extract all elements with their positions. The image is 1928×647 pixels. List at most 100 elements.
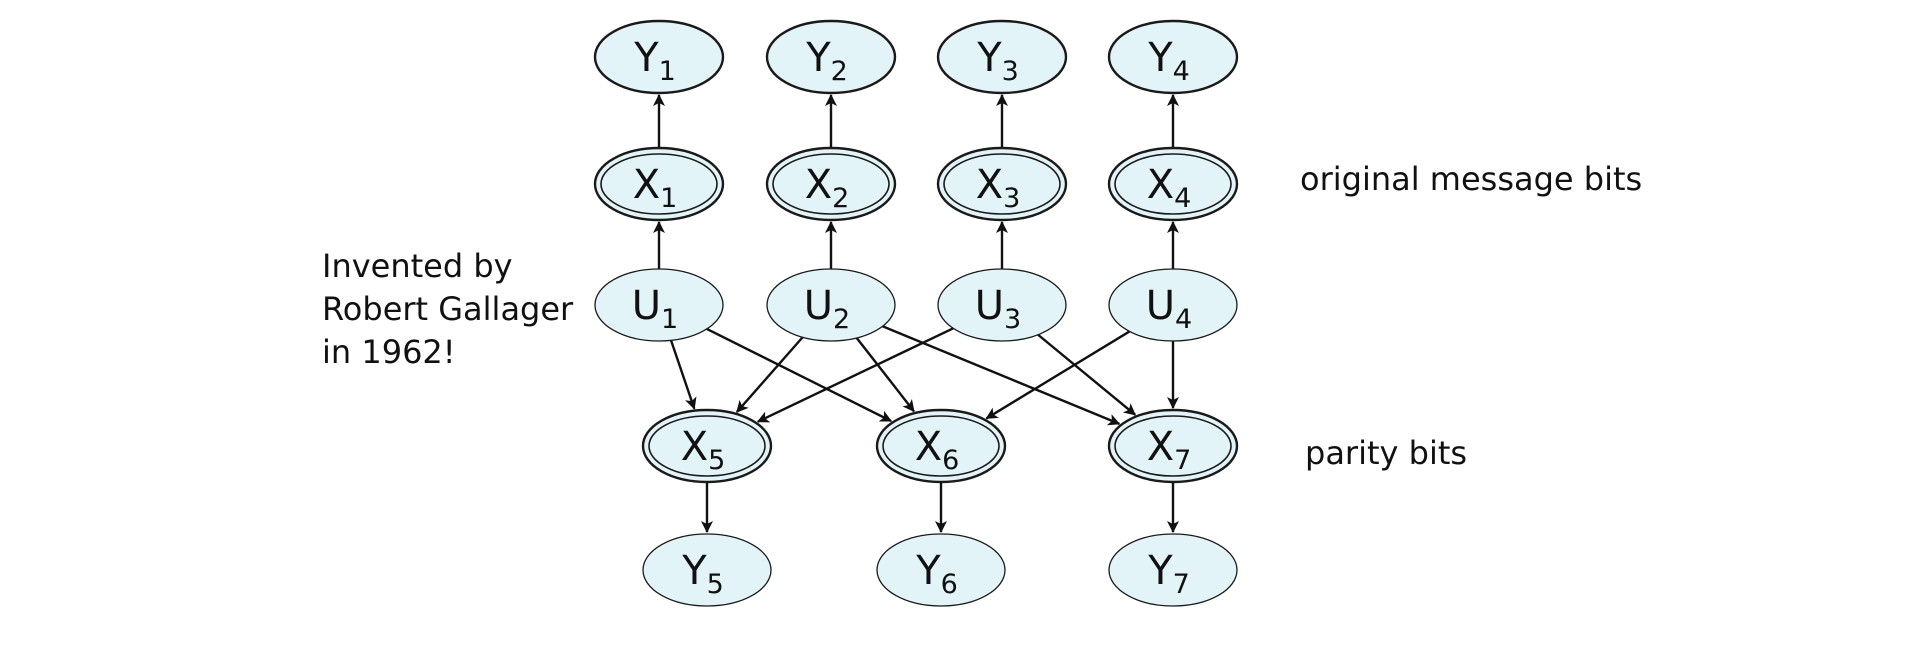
node-label-base: Y: [976, 35, 1002, 81]
node-x1: X1: [593, 146, 725, 222]
node-inner-ring: [648, 415, 766, 477]
node-label-x6: X6: [915, 424, 960, 476]
node-label-y3: Y3: [976, 35, 1019, 87]
node-x3: X3: [936, 146, 1068, 222]
node-inner-ring: [600, 153, 718, 215]
node-label-subscript: 7: [1174, 445, 1191, 476]
original-message-bits-label: original message bits: [1300, 160, 1643, 198]
node-x6: X6: [875, 408, 1007, 484]
node-ellipse: [1108, 268, 1238, 342]
node-ellipse: [936, 146, 1068, 222]
node-label-x2: X2: [805, 162, 850, 214]
node-label-y6: Y6: [915, 548, 958, 600]
node-u1: U1: [594, 268, 724, 342]
edge-u2-to-x5: [735, 336, 804, 413]
node-ellipse: [594, 268, 724, 342]
node-label-subscript: 4: [1173, 56, 1190, 87]
node-label-subscript: 2: [831, 56, 848, 87]
node-label-base: Y: [681, 548, 707, 594]
node-label-y1: Y1: [633, 35, 676, 87]
node-label-subscript: 2: [833, 304, 850, 335]
node-label-subscript: 6: [941, 569, 958, 600]
node-label-u1: U1: [632, 283, 678, 335]
node-label-base: Y: [805, 35, 831, 81]
node-ellipse: [1107, 19, 1239, 95]
node-ellipse: [765, 19, 897, 95]
node-ellipse: [875, 408, 1007, 484]
node-label-subscript: 1: [660, 183, 677, 214]
node-label-subscript: 3: [1003, 183, 1020, 214]
node-ellipse: [1107, 408, 1239, 484]
node-label-x5: X5: [681, 424, 726, 476]
edge-u1-to-x6: [706, 327, 893, 423]
node-label-x4: X4: [1147, 162, 1192, 214]
node-label-subscript: 5: [707, 569, 724, 600]
node-label-base: Y: [915, 548, 941, 594]
node-label-base: X: [805, 162, 832, 208]
node-inner-ring: [1114, 153, 1232, 215]
edge-u1-to-x5: [669, 339, 697, 410]
edge-u3-to-x7: [1037, 333, 1136, 416]
node-y5: Y5: [642, 533, 772, 607]
node-ellipse: [766, 268, 896, 342]
parity-bits-label: parity bits: [1305, 434, 1468, 472]
node-label-subscript: 2: [832, 183, 849, 214]
node-label-base: Y: [1147, 35, 1173, 81]
node-label-u2: U2: [804, 283, 850, 335]
node-label-y5: Y5: [681, 548, 724, 600]
node-label-subscript: 3: [1002, 56, 1019, 87]
edge-u4-to-x6: [985, 330, 1131, 420]
node-ellipse: [1108, 533, 1238, 607]
node-label-base: X: [1147, 424, 1174, 470]
node-label-base: X: [1147, 162, 1174, 208]
node-x5: X5: [641, 408, 773, 484]
node-label-y7: Y7: [1147, 548, 1190, 600]
edges-layer: [653, 94, 1179, 533]
node-label-subscript: 7: [1173, 569, 1190, 600]
node-label-base: Y: [1147, 548, 1173, 594]
node-label-subscript: 5: [708, 445, 725, 476]
node-label-base: X: [976, 162, 1003, 208]
node-y7: Y7: [1108, 533, 1238, 607]
edge-u2-to-x6: [855, 337, 915, 413]
node-x4: X4: [1107, 146, 1239, 222]
node-ellipse: [876, 533, 1006, 607]
node-label-y4: Y4: [1147, 35, 1190, 87]
node-y1: Y1: [593, 19, 725, 95]
node-u4: U4: [1108, 268, 1238, 342]
node-ellipse: [765, 146, 897, 222]
node-label-y2: Y2: [805, 35, 848, 87]
node-ellipse: [642, 533, 772, 607]
node-label-subscript: 3: [1004, 304, 1021, 335]
node-label-subscript: 6: [942, 445, 959, 476]
node-label-x1: X1: [633, 162, 678, 214]
node-label-x3: X3: [976, 162, 1021, 214]
node-inner-ring: [772, 153, 890, 215]
node-label-subscript: 1: [659, 56, 676, 87]
node-ellipse: [937, 268, 1067, 342]
node-label-subscript: 1: [661, 304, 678, 335]
node-label-base: U: [1146, 283, 1175, 329]
node-label-base: X: [633, 162, 660, 208]
node-label-subscript: 4: [1174, 183, 1191, 214]
node-ellipse: [936, 19, 1068, 95]
node-x7: X7: [1107, 408, 1239, 484]
node-ellipse: [593, 146, 725, 222]
caption-line-2: Robert Gallager: [322, 290, 574, 328]
node-ellipse: [593, 19, 725, 95]
caption-line-3: in 1962!: [322, 333, 456, 371]
node-label-base: X: [915, 424, 942, 470]
node-label-x7: X7: [1147, 424, 1192, 476]
node-y6: Y6: [876, 533, 1006, 607]
node-label-u3: U3: [975, 283, 1021, 335]
node-label-u4: U4: [1146, 283, 1192, 335]
node-label-base: U: [975, 283, 1004, 329]
node-x2: X2: [765, 146, 897, 222]
node-y2: Y2: [765, 19, 897, 95]
edge-u3-to-x5: [756, 327, 954, 423]
node-label-base: U: [804, 283, 833, 329]
node-inner-ring: [1114, 415, 1232, 477]
